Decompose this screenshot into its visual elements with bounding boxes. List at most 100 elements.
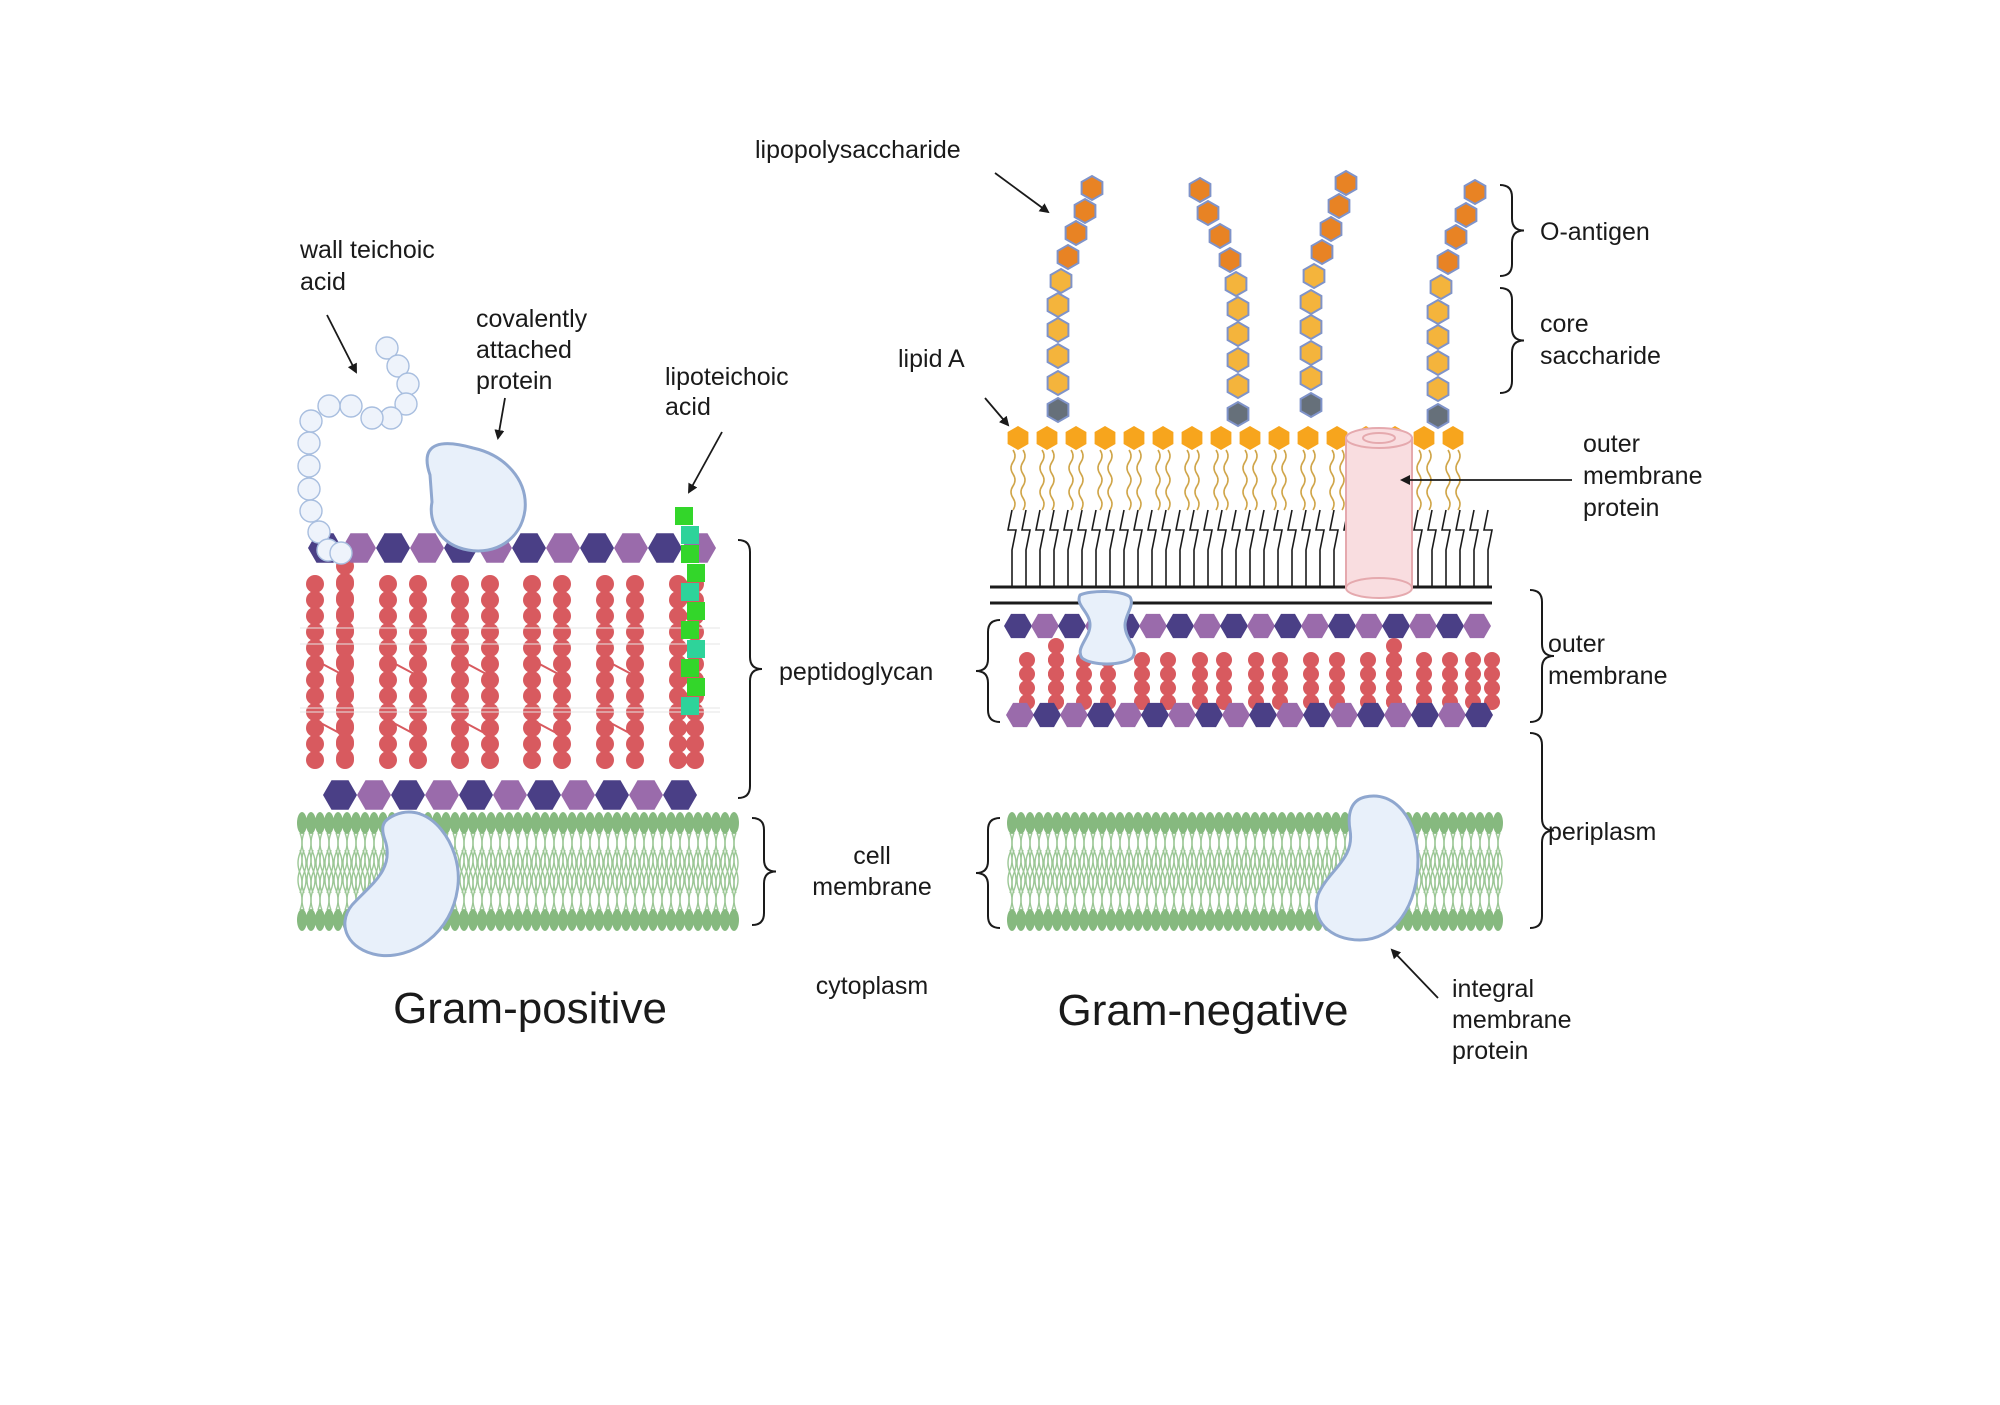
peptide-bead — [451, 623, 469, 641]
lipid-head — [1088, 909, 1098, 931]
lipid-tail — [1155, 849, 1161, 911]
lipid-head — [531, 909, 541, 931]
lipid-head — [1151, 812, 1161, 834]
lipid-head — [1043, 812, 1053, 834]
lipid-head — [1106, 909, 1116, 931]
lps-sugar-hexagon — [1299, 391, 1323, 419]
lipid-a-head — [1210, 426, 1232, 450]
lipid-tail — [625, 849, 631, 911]
sugar-hexagon — [425, 780, 459, 810]
peptide-bead — [409, 719, 427, 737]
lipid-tail — [1101, 832, 1107, 894]
phospholipid-tail — [1049, 509, 1059, 586]
peptide-bead — [409, 735, 427, 753]
lipid-head — [522, 909, 532, 931]
sugar-hexagon — [1031, 613, 1059, 639]
sugar-hexagon — [1411, 702, 1439, 728]
peptide-bead — [1019, 680, 1035, 696]
lipid-tail — [571, 849, 577, 911]
lipid-tail — [670, 849, 676, 911]
integral-membrane-protein-label-line1: integral — [1452, 975, 1534, 1003]
peptide-bead — [523, 719, 541, 737]
lipid-head — [1106, 812, 1116, 834]
lipid-tail — [1011, 832, 1017, 894]
lipid-tail — [715, 832, 721, 894]
lipid-tail — [328, 849, 334, 911]
lipid-head — [1079, 909, 1089, 931]
lipid-tail — [1128, 832, 1134, 894]
sugar-hexagon — [357, 780, 391, 810]
lipid-tail — [589, 849, 595, 911]
lipid-tail — [1209, 832, 1215, 894]
peptide-bead — [626, 575, 644, 593]
integral-membrane-protein-label-line3: protein — [1452, 1037, 1528, 1065]
sugar-hexagon — [459, 780, 493, 810]
peptide-bead — [596, 607, 614, 625]
crosslink — [604, 719, 636, 737]
peptide-bead — [523, 751, 541, 769]
lipid-head — [693, 909, 703, 931]
lipid-head — [1241, 909, 1251, 931]
outer-membrane-label-line1: outer — [1548, 630, 1605, 658]
lipid-head — [1475, 812, 1485, 834]
lipid-tail — [1020, 849, 1026, 911]
arrow-icon — [1390, 948, 1439, 999]
lipid-tail — [310, 849, 316, 911]
crosslink — [459, 719, 491, 737]
lipid-head — [1016, 812, 1026, 834]
peptide-bead — [523, 639, 541, 657]
lipid-tail — [1083, 849, 1089, 911]
sugar-hexagon — [512, 533, 546, 563]
sugar-hexagon — [391, 780, 425, 810]
lipid-tail — [1470, 849, 1476, 911]
lipid-tail — [562, 832, 568, 894]
omp-top — [1345, 427, 1413, 449]
peptide-bead — [596, 735, 614, 753]
sugar-hexagon — [323, 780, 357, 810]
lipid-head — [621, 812, 631, 834]
lipid-head — [1205, 812, 1215, 834]
phospholipid-tail — [1035, 509, 1045, 586]
sugar-hexagon — [1139, 613, 1167, 639]
sugar-hexagon — [561, 780, 595, 810]
lipid-tail — [535, 849, 541, 911]
peptide-bead — [596, 591, 614, 609]
lipid-a-tail — [1155, 449, 1161, 511]
lipid-tail — [733, 832, 739, 894]
lipid-tail — [472, 832, 478, 894]
phospholipid-tail — [1147, 509, 1157, 586]
lipid-tail — [1299, 849, 1305, 911]
lta-unit — [681, 697, 699, 715]
lipid-tail — [1065, 849, 1071, 911]
lipid-tail — [616, 832, 622, 894]
lipid-head — [648, 909, 658, 931]
peptide-bead — [336, 605, 354, 623]
integral-protein — [1314, 794, 1420, 942]
peptide-bead — [1329, 666, 1345, 682]
lipid-head — [513, 812, 523, 834]
lipid-tail — [1119, 832, 1125, 894]
lipid-tail — [490, 849, 496, 911]
teichoic-bead — [297, 477, 321, 501]
lipid-head — [702, 812, 712, 834]
lipid-head — [540, 812, 550, 834]
lipid-tail — [544, 849, 550, 911]
lipid-head — [702, 909, 712, 931]
lipid-head — [720, 909, 730, 931]
lipid-tail — [1218, 849, 1224, 911]
lipid-tail — [1479, 832, 1485, 894]
lipid-head — [1493, 909, 1503, 931]
lta-unit — [675, 507, 693, 525]
sugar-hexagon — [663, 780, 697, 810]
lipid-head — [495, 909, 505, 931]
lta-unit — [681, 583, 699, 601]
peptide-bead — [409, 671, 427, 689]
lipid-tail — [1461, 832, 1467, 894]
phospholipid-tail — [1427, 509, 1437, 586]
peptide-bead — [451, 607, 469, 625]
lps-sugar-hexagon — [1299, 288, 1323, 316]
lipid-head — [1457, 909, 1467, 931]
crosslink — [459, 659, 491, 677]
peptide-bead — [1160, 666, 1176, 682]
